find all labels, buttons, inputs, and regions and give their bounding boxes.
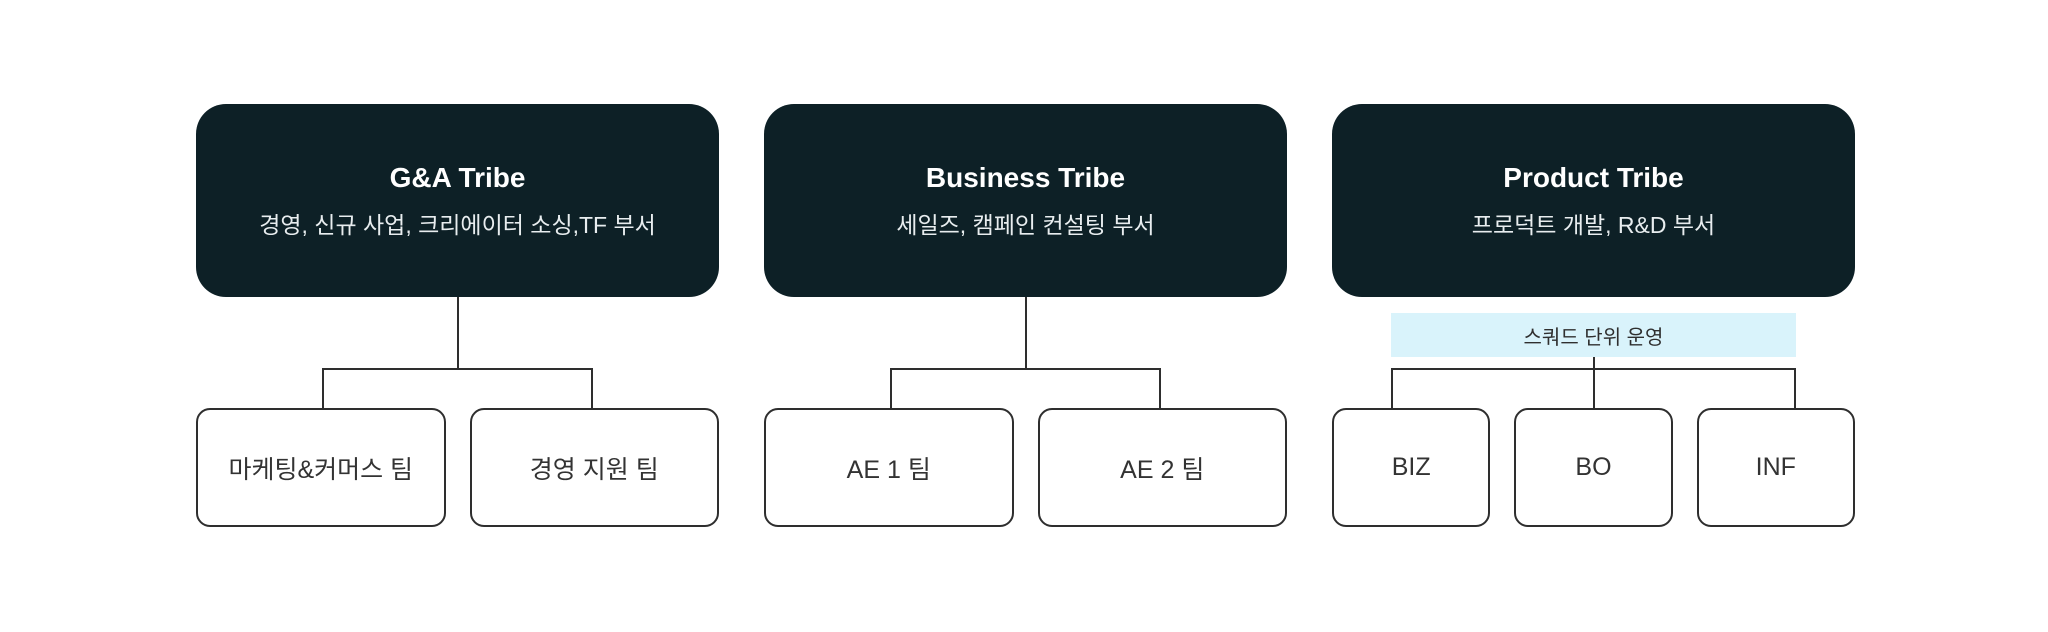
connector-mid-stem [1592, 357, 1595, 408]
tribe-subtitle: 경영, 신규 사업, 크리에이터 소싱,TF 부서 [259, 212, 656, 238]
connector-rail [890, 368, 1161, 408]
connector-stem [1024, 297, 1027, 368]
team-label: 경영 지원 팀 [529, 455, 659, 484]
team-box: AE 2 팀 [1037, 408, 1287, 527]
tribe-subtitle: 프로덕트 개발, R&D 부서 [1471, 212, 1716, 238]
tribe-title: Product Tribe [1503, 162, 1684, 193]
team-box: AE 1 팀 [764, 408, 1014, 527]
tribe-card-business: Business Tribe 세일즈, 캠페인 컨설팅 부서 [764, 104, 1287, 297]
team-label: BIZ [1391, 453, 1431, 481]
tribe-subtitle: 세일즈, 캠페인 컨설팅 부서 [896, 212, 1155, 238]
team-box: 경영 지원 팀 [469, 408, 719, 527]
connector-rail [322, 368, 593, 408]
team-box: INF [1696, 408, 1855, 527]
team-row: AE 1 팀 AE 2 팀 [764, 408, 1287, 527]
team-label: BO [1575, 453, 1612, 481]
tribe-card-gna: G&A Tribe 경영, 신규 사업, 크리에이터 소싱,TF 부서 [196, 104, 719, 297]
connector-stem [456, 297, 459, 368]
team-box: BIZ [1332, 408, 1491, 527]
team-box: 마케팅&커머스 팀 [196, 408, 446, 527]
tribe-title: Business Tribe [925, 162, 1126, 193]
team-box: BO [1514, 408, 1673, 527]
tribe-title: G&A Tribe [389, 162, 526, 193]
squad-badge: 스쿼드 단위 운영 [1391, 313, 1796, 357]
tribe-column-business: Business Tribe 세일즈, 캠페인 컨설팅 부서 AE 1 팀 AE… [764, 104, 1287, 527]
tribe-card-product: Product Tribe 프로덕트 개발, R&D 부서 [1332, 104, 1855, 297]
team-label: 마케팅&커머스 팀 [228, 455, 414, 484]
tribe-column-product: Product Tribe 프로덕트 개발, R&D 부서 스쿼드 단위 운영 … [1332, 104, 1855, 527]
team-row: 마케팅&커머스 팀 경영 지원 팀 [196, 408, 719, 527]
team-label: AE 2 팀 [1120, 455, 1205, 484]
team-row: BIZ BO INF [1332, 408, 1855, 527]
team-label: AE 1 팀 [846, 455, 931, 484]
team-label: INF [1755, 453, 1796, 481]
tribe-column-gna: G&A Tribe 경영, 신규 사업, 크리에이터 소싱,TF 부서 마케팅&… [196, 104, 719, 527]
